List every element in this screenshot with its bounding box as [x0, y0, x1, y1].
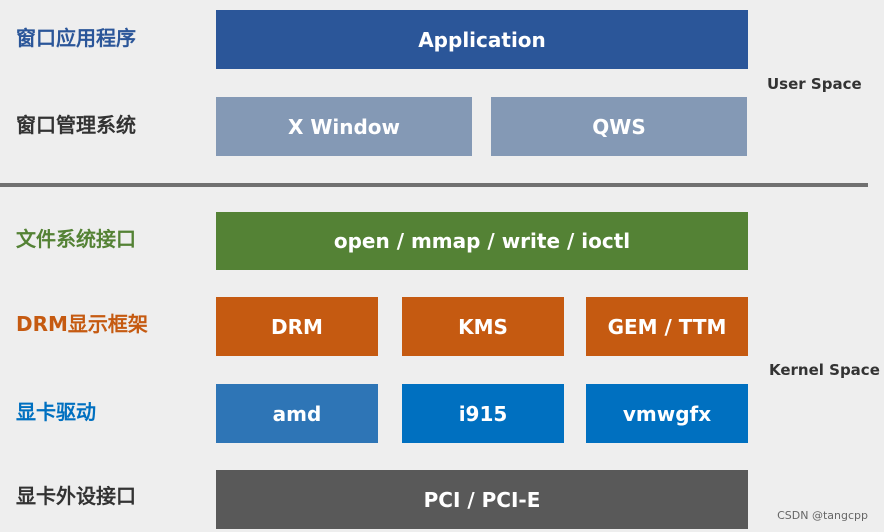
box-kms: KMS	[402, 297, 564, 356]
box-x-window: X Window	[216, 97, 472, 156]
box-amd: amd	[216, 384, 378, 443]
box-vmwgfx: vmwgfx	[586, 384, 748, 443]
box-i915: i915	[402, 384, 564, 443]
box-drm: DRM	[216, 297, 378, 356]
box-gem-ttm: GEM / TTM	[586, 297, 748, 356]
box-pci: PCI / PCI-E	[216, 470, 748, 529]
user-kernel-divider	[0, 183, 868, 187]
kernel-space-label: Kernel Space	[769, 361, 880, 379]
row-label-application: 窗口应用程序	[16, 26, 136, 50]
watermark: CSDN @tangcpp	[777, 509, 868, 522]
row-label-gpu-interface: 显卡外设接口	[16, 484, 136, 508]
row-label-gpu-driver: 显卡驱动	[16, 400, 96, 424]
row-label-window-manager: 窗口管理系统	[16, 113, 136, 137]
box-file-interface: open / mmap / write / ioctl	[216, 212, 748, 270]
box-qws: QWS	[491, 97, 747, 156]
row-label-file-interface: 文件系统接口	[16, 227, 136, 251]
user-space-label: User Space	[767, 75, 862, 93]
box-application: Application	[216, 10, 748, 69]
row-label-drm-framework: DRM显示框架	[16, 312, 148, 336]
